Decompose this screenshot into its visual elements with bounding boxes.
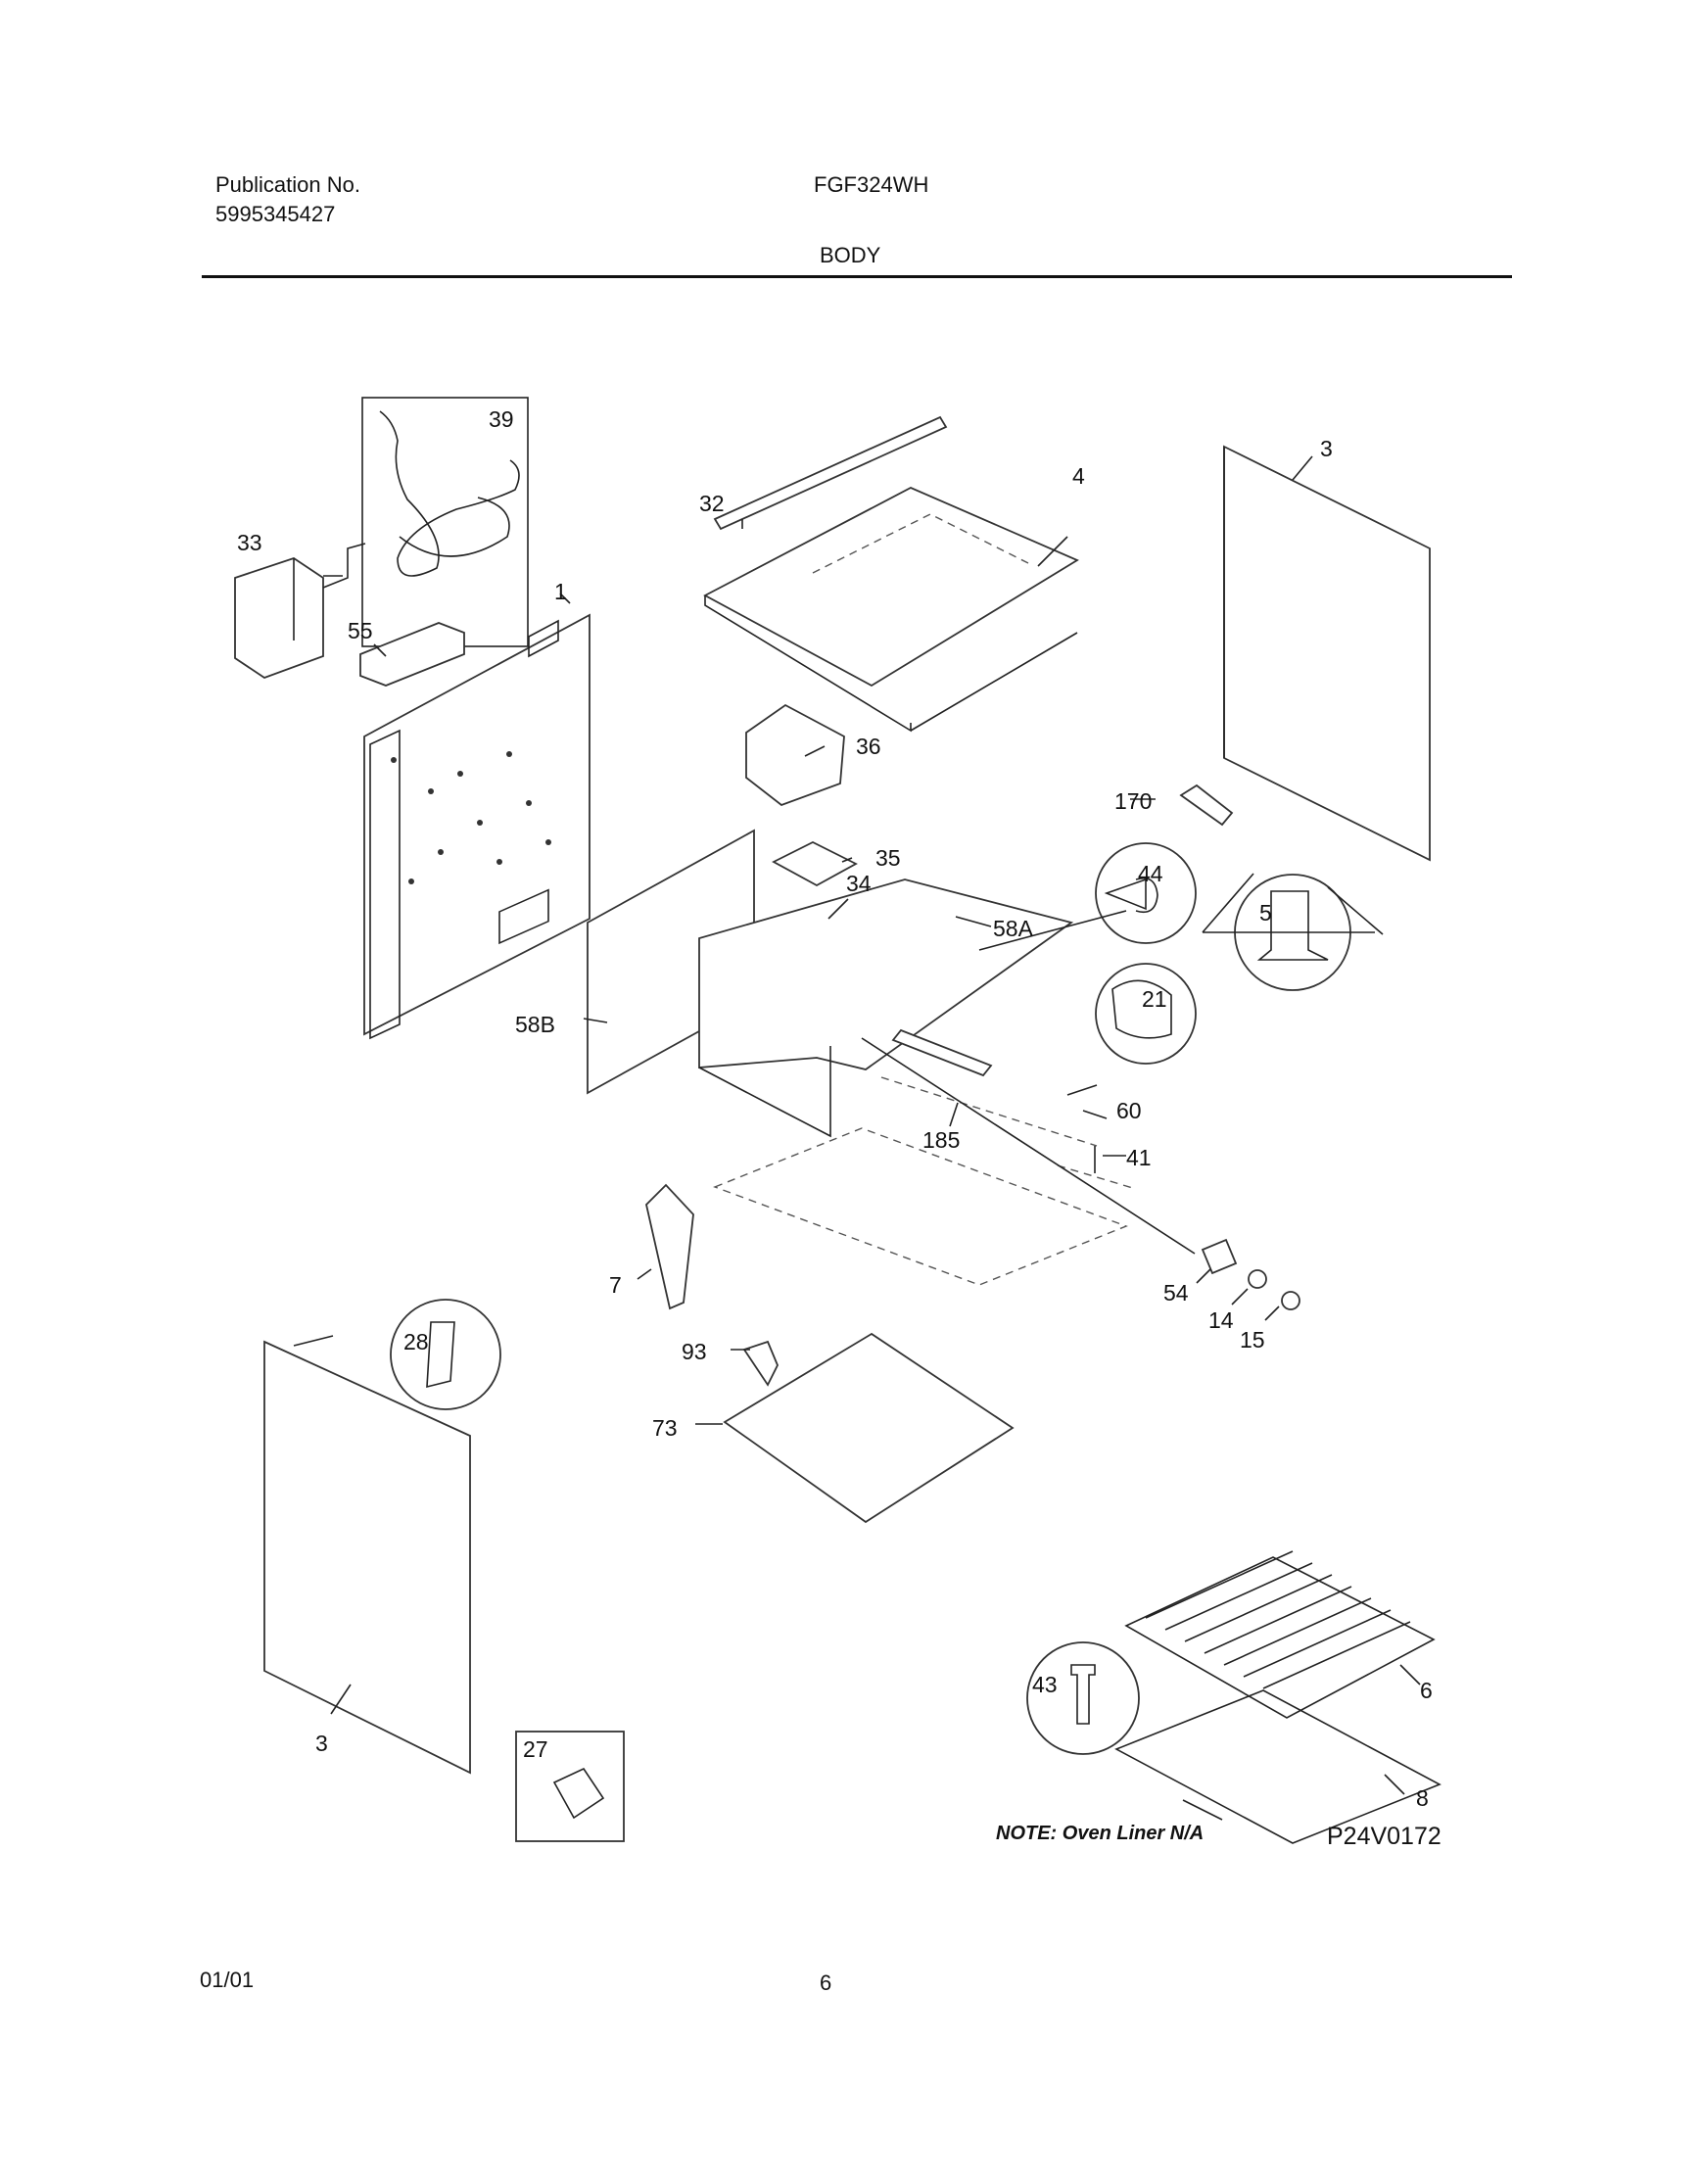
part-label-28: 28	[403, 1329, 429, 1354]
clip-inset-21	[1095, 963, 1197, 1065]
clip-inset-27	[515, 1731, 625, 1842]
part-label-33: 33	[237, 530, 262, 555]
part-label-14: 14	[1208, 1307, 1234, 1333]
part-label-93: 93	[682, 1339, 707, 1364]
burner-tube	[861, 1037, 1196, 1255]
part-label-73: 73	[652, 1415, 678, 1441]
oven-rack-6	[1124, 1550, 1436, 1719]
bracket-55	[359, 622, 465, 687]
oven-cavity-outline	[713, 1127, 1128, 1286]
part-label-6: 6	[1420, 1678, 1433, 1703]
hinge-7	[645, 1183, 694, 1310]
burner-185	[891, 1028, 993, 1077]
front-frame	[698, 878, 1074, 1070]
publication-number: 5995345427	[215, 202, 336, 226]
part-label-27: 27	[523, 1736, 548, 1762]
part-label-1: 1	[554, 579, 567, 604]
orifice-54	[1201, 1238, 1238, 1275]
back-panel	[363, 613, 591, 1040]
part-label-170: 170	[1114, 788, 1152, 814]
part-label-35: 35	[875, 845, 901, 871]
publication-label: Publication No.	[215, 172, 360, 197]
gasket-35	[772, 840, 858, 887]
part-label-34: 34	[846, 871, 872, 896]
part-label-43: 43	[1032, 1672, 1058, 1697]
part-label-58b: 58B	[515, 1012, 555, 1037]
header-rule	[202, 275, 1512, 278]
part-label-54: 54	[1163, 1280, 1189, 1306]
part-label-3-right: 3	[1320, 436, 1333, 461]
part-label-44: 44	[1138, 861, 1163, 886]
part-label-7: 7	[609, 1272, 622, 1298]
part-label-185: 185	[922, 1127, 960, 1153]
bottom-panel-73	[723, 1332, 1015, 1524]
part-label-41: 41	[1126, 1145, 1152, 1170]
manifold-cover-36	[745, 703, 845, 807]
model-number: FGF324WH	[814, 172, 929, 197]
oven-liner-8	[1114, 1689, 1441, 1844]
part-label-8: 8	[1416, 1785, 1429, 1811]
part-label-39: 39	[489, 406, 514, 432]
side-panel-left	[263, 1340, 471, 1775]
power-cord-inset	[361, 397, 529, 647]
part-label-55: 55	[348, 618, 373, 643]
screw-inset-43	[1026, 1641, 1140, 1755]
part-label-3-left: 3	[315, 1731, 328, 1756]
drawing-code: P24V0172	[1327, 1823, 1441, 1850]
junction-box	[234, 543, 366, 680]
part-label-15: 15	[1240, 1327, 1265, 1353]
part-label-32: 32	[699, 491, 725, 516]
part-label-60: 60	[1116, 1098, 1142, 1123]
part-label-4: 4	[1072, 463, 1085, 489]
part-label-58a: 58A	[993, 916, 1034, 941]
bracket-170	[1179, 783, 1234, 827]
burner-box-top	[703, 415, 1079, 733]
side-panel-right	[1223, 445, 1431, 862]
oven-liner-note: NOTE: Oven Liner N/A	[996, 1823, 1205, 1844]
part-label-21: 21	[1142, 986, 1167, 1012]
part-label-36: 36	[856, 734, 881, 759]
section-title: BODY	[820, 243, 881, 267]
bracket-93	[742, 1340, 779, 1387]
clip-inset-28	[390, 1299, 501, 1410]
footer-date: 01/01	[200, 1968, 255, 1992]
page-number: 6	[820, 1970, 832, 1995]
part-label-5: 5	[1259, 900, 1272, 926]
